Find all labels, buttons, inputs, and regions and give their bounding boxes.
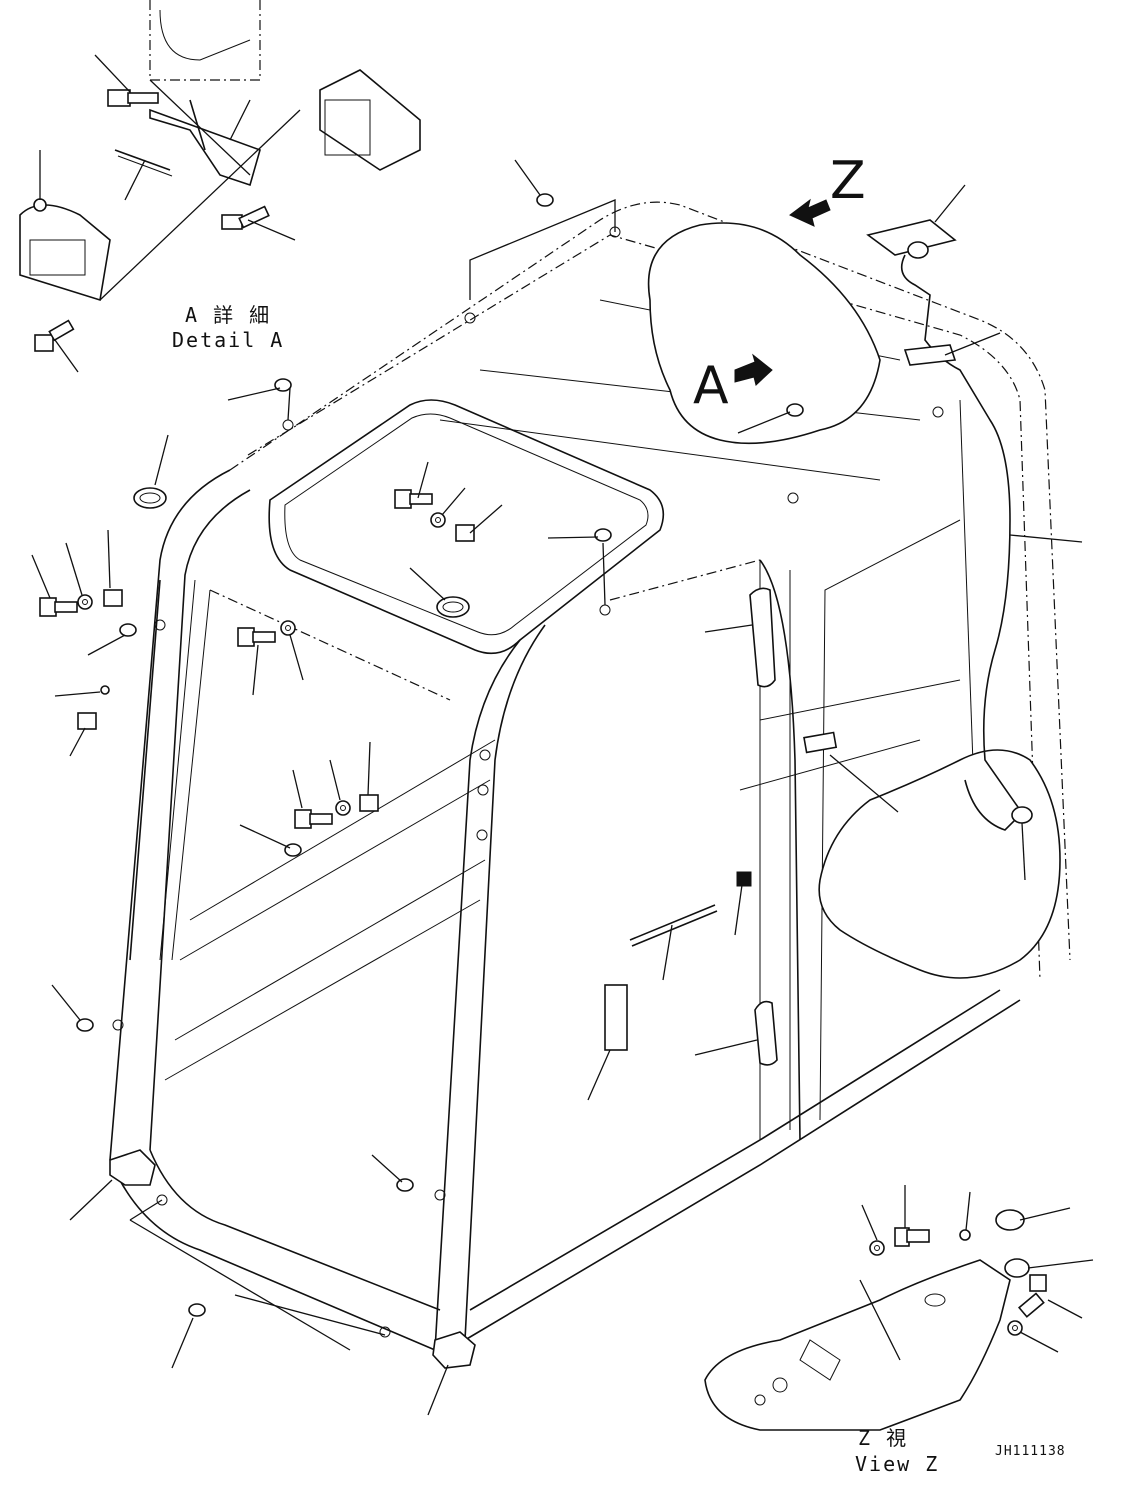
- bolt-icon: [237, 627, 276, 647]
- fasteners: [34, 89, 1047, 1369]
- bolt-icon: [34, 319, 75, 352]
- cap-icon: [284, 843, 302, 857]
- grommet-icon: [436, 596, 470, 618]
- grommet-icon: [995, 1209, 1025, 1231]
- seal-strip: [629, 904, 716, 941]
- washer-icon: [280, 620, 296, 636]
- washer-icon: [1007, 1320, 1023, 1336]
- view-z-caption-jp: Z 視: [858, 1426, 909, 1450]
- washer-icon: [869, 1240, 885, 1256]
- view-z-group: [704, 1259, 1011, 1431]
- view-z-caption-en: View Z: [855, 1452, 940, 1476]
- bolt-icon: [39, 597, 78, 617]
- nut-icon: [736, 871, 752, 887]
- nut-icon: [77, 712, 97, 730]
- pad-icon: [803, 731, 838, 754]
- cap-icon: [959, 1229, 971, 1241]
- detail-a-group: [19, 0, 421, 302]
- cap-icon: [536, 193, 554, 207]
- cap-icon: [76, 1018, 94, 1032]
- bolt-icon: [394, 489, 433, 509]
- leader-lines: [31, 54, 1094, 1416]
- bolt-icon: [1017, 1274, 1047, 1318]
- components: [129, 219, 1033, 1066]
- arrow-z-icon: [789, 198, 831, 227]
- view-z-marker: Z: [830, 151, 866, 211]
- cover-plate-icon: [754, 1000, 778, 1066]
- cover-plate-icon: [749, 587, 776, 688]
- corner-cap-icon: [432, 1331, 476, 1369]
- grommet-icon: [133, 487, 167, 509]
- bolt-icon: [894, 1227, 930, 1247]
- mount-holes: [112, 226, 944, 1338]
- cap-icon: [188, 1303, 206, 1317]
- detail-a-caption-en: Detail A: [172, 328, 285, 352]
- detail-a-caption-jp: A 詳 細: [185, 303, 272, 327]
- pad-icon: [604, 984, 628, 1051]
- bolt-icon: [294, 809, 333, 829]
- washer-icon: [77, 594, 93, 610]
- washer-icon: [430, 512, 446, 528]
- cover-regions: [647, 222, 1061, 979]
- direction-arrows: [734, 198, 831, 386]
- drawing-code: JH111138: [995, 1444, 1066, 1459]
- wire-harness: [900, 254, 1021, 811]
- cap-icon: [119, 623, 137, 637]
- nut-icon: [455, 524, 475, 542]
- bolt-icon: [221, 205, 270, 230]
- nut-icon: [103, 589, 123, 607]
- detail-a-marker: A: [693, 356, 729, 416]
- corner-cap-icon: [109, 1149, 156, 1186]
- cap-icon: [396, 1178, 414, 1192]
- arrow-a-icon: [734, 353, 773, 386]
- nut-icon: [359, 794, 379, 812]
- label-plate-icon: [866, 219, 957, 256]
- bolt-icon: [107, 89, 159, 107]
- cap-icon: [100, 685, 110, 695]
- cap-icon: [786, 403, 804, 417]
- washer-icon: [335, 800, 351, 816]
- grommet-icon: [1004, 1258, 1030, 1278]
- cap-icon: [594, 528, 612, 542]
